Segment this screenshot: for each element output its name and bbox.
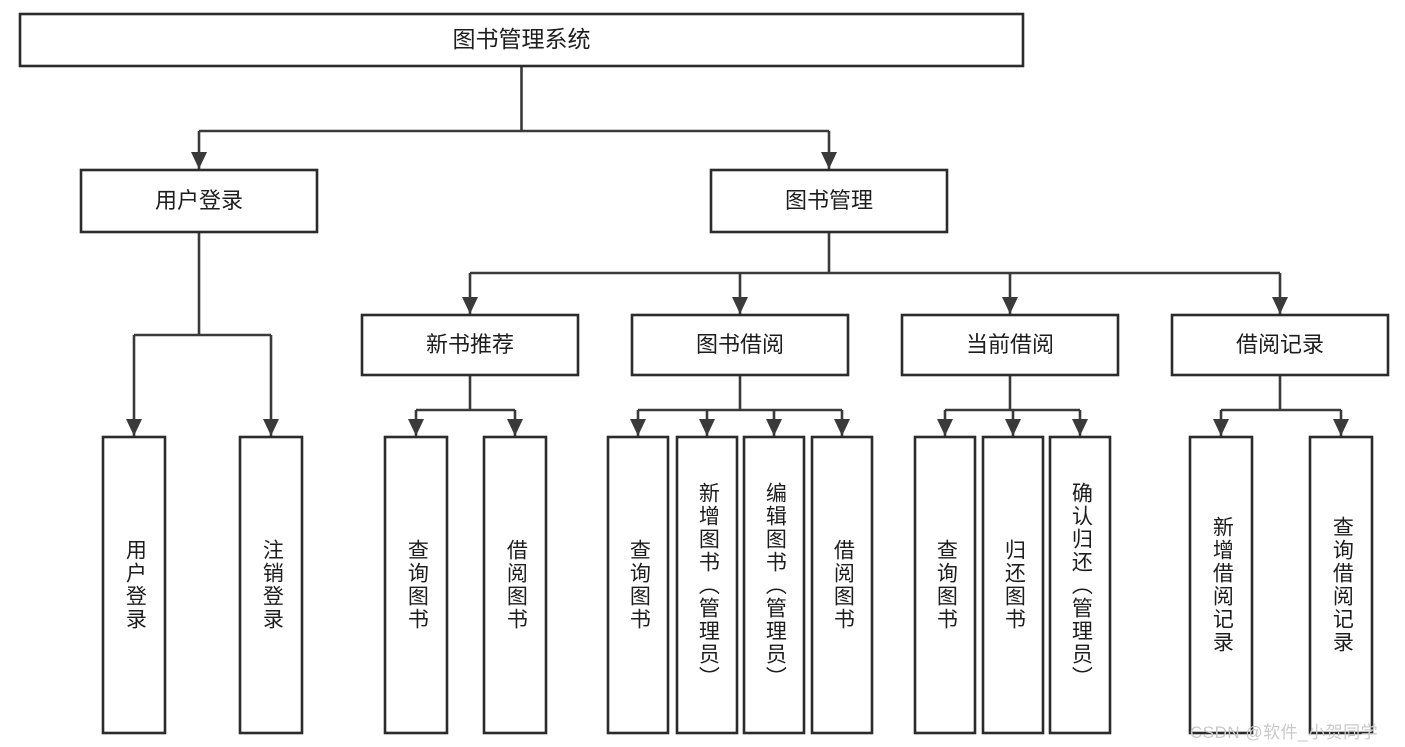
arrow-head-icon-leaf-borrow-book-2 — [834, 419, 850, 436]
arrow-head-icon-leaf-add-record — [1213, 419, 1229, 436]
boxes-layer — [18, 12, 1390, 735]
node-label-book-borrow: 图书借阅 — [696, 332, 784, 357]
node-box-leaf-query-book-3[interactable] — [913, 435, 977, 735]
node-label-borrow-record: 借阅记录 — [1236, 332, 1324, 357]
arrow-head-icon-leaf-query-book-3 — [937, 419, 953, 436]
node-box-leaf-query-book-1[interactable] — [383, 435, 449, 735]
arrow-head-icon-leaf-query-book-1 — [408, 419, 424, 436]
node-label-user-login: 用户登录 — [155, 188, 243, 213]
arrow-head-icon-level3-3 — [1272, 297, 1288, 314]
arrow-head-icon-leaf-query-book-2 — [630, 419, 646, 436]
arrow-head-icon-leaf-add-book — [699, 419, 715, 436]
arrow-head-icon-leaf-confirm-return — [1072, 419, 1088, 436]
node-box-leaf-borrow-book-1[interactable] — [482, 435, 548, 735]
arrow-head-icon-leaf-logout-login — [263, 419, 279, 436]
node-box-leaf-confirm-return[interactable] — [1048, 435, 1112, 735]
node-label-root: 图书管理系统 — [453, 26, 591, 52]
arrow-head-icon-level2-0 — [191, 152, 207, 169]
arrow-head-icon-leaf-query-record — [1333, 419, 1349, 436]
node-box-leaf-add-book[interactable] — [675, 435, 739, 735]
node-box-book-borrow[interactable] — [630, 313, 850, 377]
arrow-head-icon-leaf-return-book — [1005, 419, 1021, 436]
node-box-new-book-recommend[interactable] — [360, 313, 580, 377]
arrow-head-icon-level3-2 — [1002, 297, 1018, 314]
arrow-head-icon-leaf-borrow-book-1 — [507, 419, 523, 436]
node-box-user-login[interactable] — [79, 168, 319, 234]
node-label-current-borrow: 当前借阅 — [966, 332, 1054, 357]
arrow-head-icon-leaf-edit-book — [766, 419, 782, 436]
node-box-leaf-add-record[interactable] — [1188, 435, 1254, 735]
node-label-new-book-recommend: 新书推荐 — [426, 332, 514, 357]
node-box-leaf-user-login[interactable] — [101, 435, 167, 735]
node-box-leaf-query-record[interactable] — [1308, 435, 1374, 735]
node-box-book-manage[interactable] — [709, 168, 949, 234]
arrow-head-icon-level3-0 — [462, 297, 478, 314]
node-box-leaf-borrow-book-2[interactable] — [810, 435, 874, 735]
arrow-head-icon-level2-1 — [821, 152, 837, 169]
arrow-head-icon-level3-1 — [732, 297, 748, 314]
node-box-leaf-return-book[interactable] — [981, 435, 1045, 735]
arrow-head-icon-leaf-user-login — [126, 419, 142, 436]
node-box-root[interactable] — [18, 12, 1025, 68]
node-box-borrow-record[interactable] — [1170, 313, 1390, 377]
node-box-current-borrow[interactable] — [900, 313, 1120, 377]
node-box-leaf-edit-book[interactable] — [742, 435, 806, 735]
connectors-layer — [126, 66, 1349, 436]
node-box-leaf-logout-login[interactable] — [238, 435, 304, 735]
node-box-leaf-query-book-2[interactable] — [606, 435, 670, 735]
node-label-book-manage: 图书管理 — [785, 188, 873, 213]
